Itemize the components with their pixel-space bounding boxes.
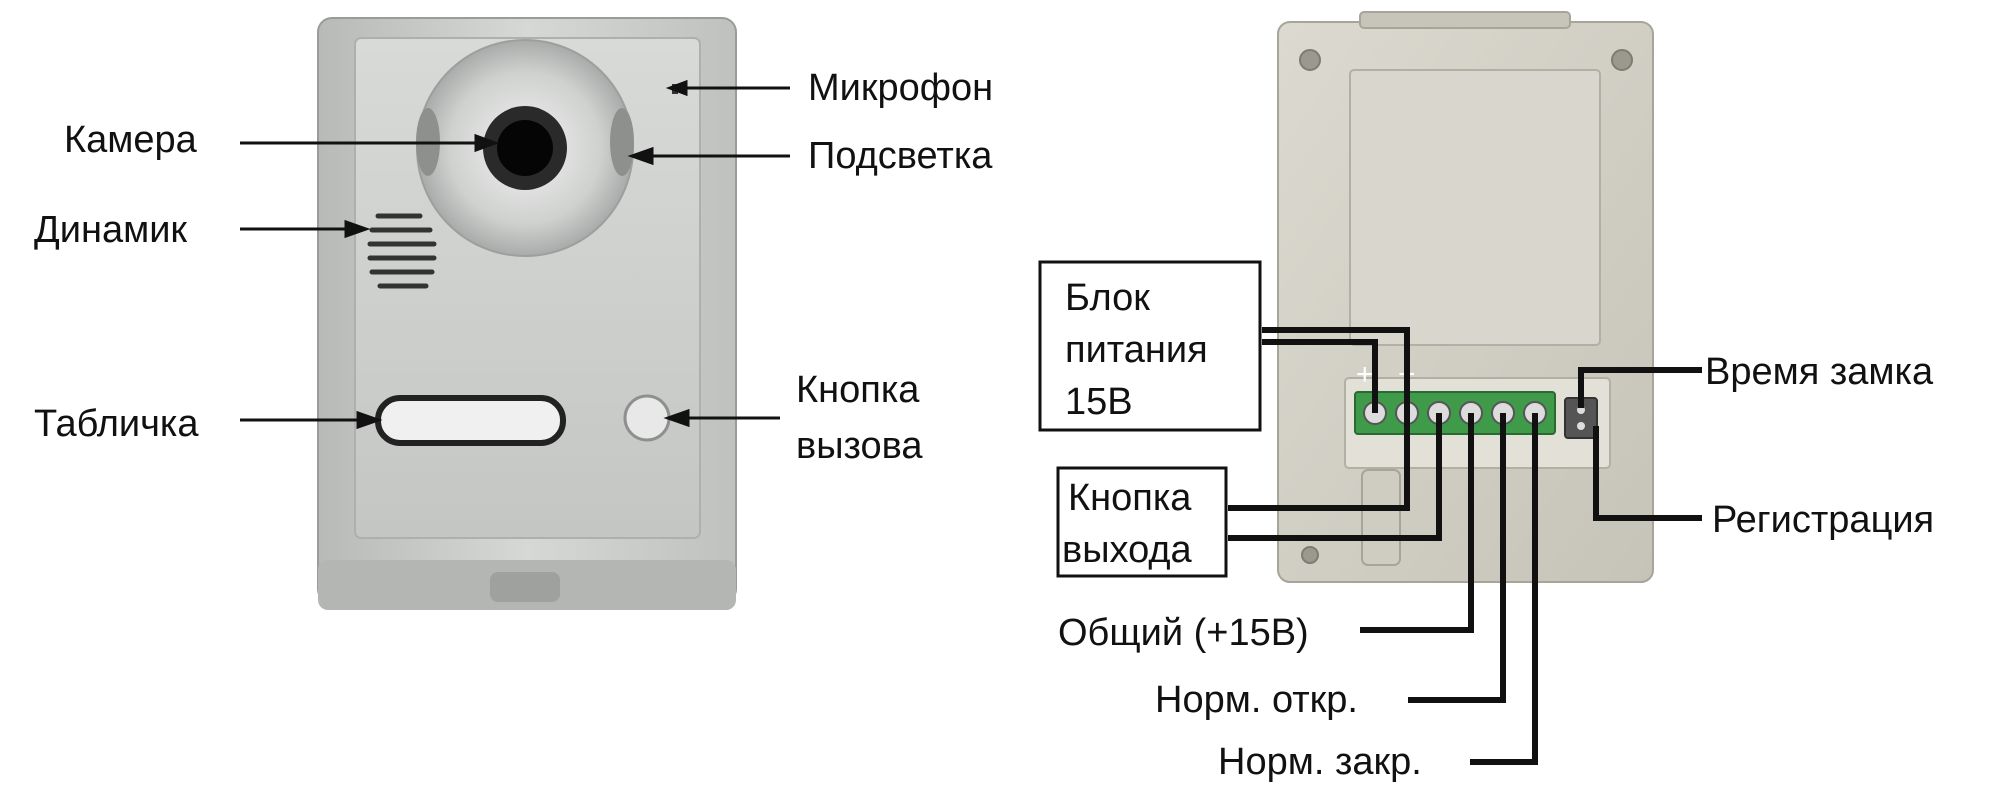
wire-common [1360,413,1474,633]
back-leader-lines [1228,327,1702,765]
back-lower-tab [1361,469,1401,566]
screw-hole-top-right [1611,49,1633,71]
label-common: Общий (+15В) [1058,612,1309,654]
label-call-button-line1: Кнопка [796,369,920,411]
power-label-box [1038,260,1262,432]
back-raised-block [1349,69,1601,346]
speaker-grille [367,213,437,289]
screw-hole-bottom-left [1301,546,1319,564]
label-registration: Регистрация [1712,499,1934,541]
label-lock-time: Время замка [1705,351,1934,393]
wire-power-minus [1262,327,1410,413]
wire-normally-closed [1470,413,1538,765]
back-panel [1277,11,1654,583]
back-top-clip [1359,11,1571,29]
label-exit-button-line2: выхода [1062,529,1193,571]
camera-lens [497,120,553,176]
label-speaker: Динамик [34,209,187,251]
screw-hole-top-left [1299,49,1321,71]
wire-exit-1 [1228,413,1410,511]
label-exit-button-line1: Кнопка [1068,477,1192,519]
label-power-line3: 15В [1065,381,1133,423]
label-camera: Камера [64,119,198,161]
front-leader-lines [240,79,790,430]
front-panel [317,17,737,610]
call-button [623,394,671,442]
exit-button-label-box [1056,466,1228,578]
label-backlight: Подсветка [808,135,993,177]
wire-lock-time [1578,367,1702,408]
label-call-button-line2: вызова [796,425,923,467]
label-microphone: Микрофон [808,67,993,109]
wire-registration [1593,426,1702,521]
label-normally-closed: Норм. закр. [1218,741,1422,783]
label-normally-open: Норм. откр. [1155,679,1358,721]
front-base-notch [490,572,560,602]
label-power-line2: питания [1065,329,1208,371]
jumper-pin-bottom [1577,422,1585,430]
wire-exit-2 [1228,413,1442,541]
backlight-led-right [610,108,634,176]
nameplate [375,395,566,446]
label-plus-sign: + [1356,358,1374,391]
wire-normally-open [1408,413,1506,703]
wire-power-plus [1262,339,1378,413]
label-power-line1: Блок [1065,277,1150,319]
label-nameplate: Табличка [34,403,199,445]
